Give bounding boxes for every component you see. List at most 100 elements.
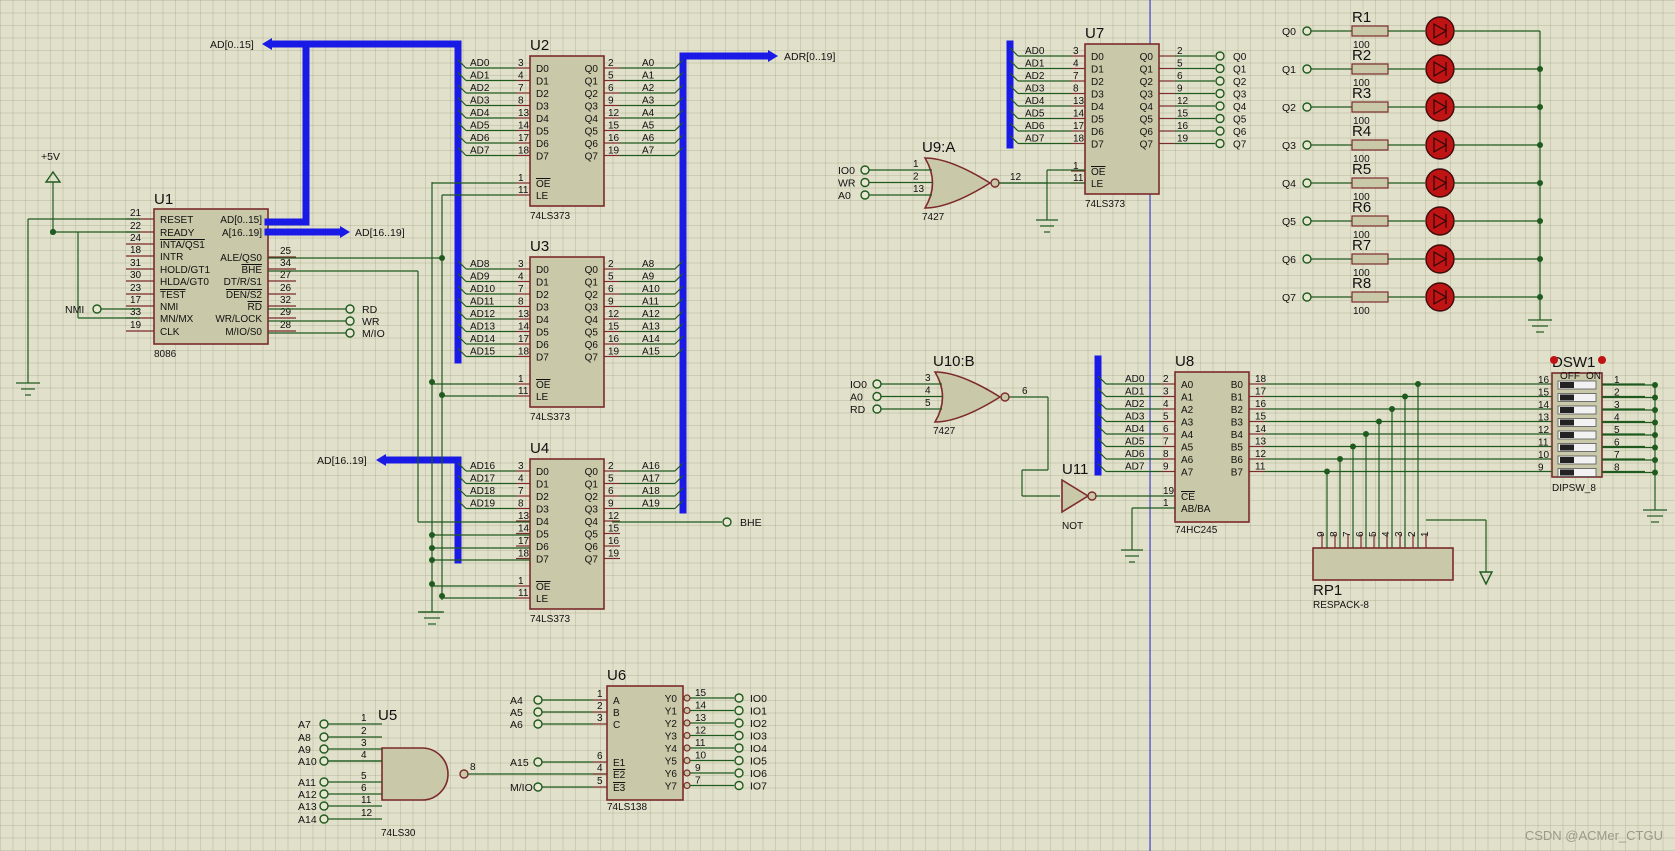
latch-q-label: Q0 — [585, 64, 599, 75]
bus-a16-19: AD[16..19] — [264, 226, 405, 239]
latch-net-in: AD19 — [470, 499, 495, 510]
terminal — [319, 777, 329, 787]
gate-pin-num: 3 — [925, 373, 931, 384]
latch-pin-num: 17 — [1073, 121, 1085, 132]
latch-q-label: Q3 — [585, 505, 599, 516]
latch-pin-num: 3 — [518, 58, 524, 69]
latch-pin-num: 12 — [608, 511, 620, 522]
latch-net-in: AD10 — [470, 284, 495, 295]
dsw-lever — [1560, 407, 1574, 413]
wire — [674, 260, 684, 270]
latch-pin-num: 12 — [608, 108, 620, 119]
led-diode-symbol — [1433, 22, 1448, 40]
wr-label: WR — [362, 316, 380, 328]
u9a-ref: U9:A — [922, 139, 955, 156]
terminal — [1215, 76, 1225, 86]
terminal — [860, 190, 870, 200]
u6-decoder[interactable]: U674LS1381A2B3C6E14E25E3A4A5A6A15M/IOY01… — [510, 667, 767, 813]
dsw-pin-num: 2 — [1614, 388, 1620, 399]
rp1-pin-num: 6 — [1355, 531, 1366, 537]
u8-a-label: A2 — [1181, 405, 1194, 416]
latch-q-label: Q5 — [585, 328, 599, 339]
u7-pin-num: 5 — [1177, 59, 1183, 70]
latch-pin-num: 1 — [518, 173, 524, 184]
latch-q-label: Q1 — [585, 77, 599, 88]
terminal — [1215, 63, 1225, 74]
bus-adr: ADR[0..19] — [679, 50, 835, 514]
latch-pin-num: 13 — [518, 309, 530, 320]
u11-not-gate[interactable]: U11 NOT — [1061, 461, 1175, 532]
resistor — [1351, 291, 1389, 303]
wire — [674, 72, 684, 81]
u6-pin-num: 13 — [695, 713, 707, 724]
u6-output-bubble — [683, 706, 691, 715]
u1-cpu[interactable]: U1 8086 21RESET22READY24INTA/QS118INTR31… — [126, 191, 296, 360]
latch-d-label: D5 — [1091, 115, 1104, 126]
u6-pin-num: 3 — [597, 713, 603, 724]
u8-net-in: AD4 — [1125, 424, 1145, 435]
u7-control-wires — [1036, 169, 1085, 233]
latch-pin-num: 7 — [518, 284, 524, 295]
latch-net-out: A10 — [642, 284, 660, 295]
terminal — [1302, 64, 1312, 74]
u6-input-label: A5 — [510, 707, 523, 719]
latch-net-out: A5 — [642, 121, 655, 132]
latch-d-label: D2 — [1091, 77, 1104, 88]
dsw-pin-num: 6 — [1614, 438, 1620, 449]
wire — [1009, 47, 1019, 57]
u5-input-label: A9 — [298, 744, 311, 756]
wire — [674, 109, 684, 119]
nmi-terminal[interactable]: NMI — [65, 304, 140, 316]
terminal — [1215, 138, 1225, 149]
wire — [457, 59, 467, 69]
latch-pin-num: 12 — [608, 309, 620, 320]
dsw-slot — [1557, 393, 1597, 402]
wire — [457, 285, 467, 295]
resistor-value: 100 — [1353, 40, 1370, 51]
u6-output-bubble — [683, 756, 691, 765]
ad015-label: AD[0..15] — [210, 39, 254, 51]
wire — [1097, 450, 1107, 460]
latch-net-in: AD15 — [470, 347, 495, 358]
latch-q-label: Q2 — [585, 290, 599, 301]
terminal — [734, 768, 744, 778]
u6-output-bubble — [683, 731, 691, 740]
latch-pin-num: 3 — [518, 461, 524, 472]
wire — [674, 97, 684, 106]
latch-q-label: Q2 — [585, 89, 599, 100]
latch-pin-num: 7 — [1073, 71, 1079, 82]
terminal — [734, 730, 744, 741]
terminal — [1215, 101, 1225, 111]
u1-pin-num: 26 — [280, 283, 292, 294]
u1-pin-label: CLK — [160, 327, 180, 338]
u1-pin-num: 28 — [280, 320, 292, 331]
wire — [674, 298, 684, 307]
wire — [674, 500, 684, 509]
u6-right-label: Y4 — [665, 744, 678, 755]
watermark: CSDN @ACMer_CTGU — [1524, 828, 1663, 843]
terminal — [1215, 113, 1225, 124]
u1-pin-num: 25 — [280, 246, 292, 257]
latch-net-in: AD18 — [470, 486, 495, 497]
latch-pin-num: 17 — [518, 536, 530, 547]
wire — [1009, 122, 1019, 132]
u8-net-in: AD0 — [1125, 374, 1145, 385]
wire — [457, 500, 467, 509]
latch-net-in: AD7 — [470, 146, 490, 157]
u8-b-label: B1 — [1231, 393, 1244, 404]
u5-type: 74LS30 — [381, 828, 416, 839]
latch-q-label: Q0 — [585, 467, 599, 478]
dsw-lever — [1560, 432, 1574, 438]
wire — [1097, 438, 1107, 447]
latch-pin-num: 19 — [608, 146, 620, 157]
